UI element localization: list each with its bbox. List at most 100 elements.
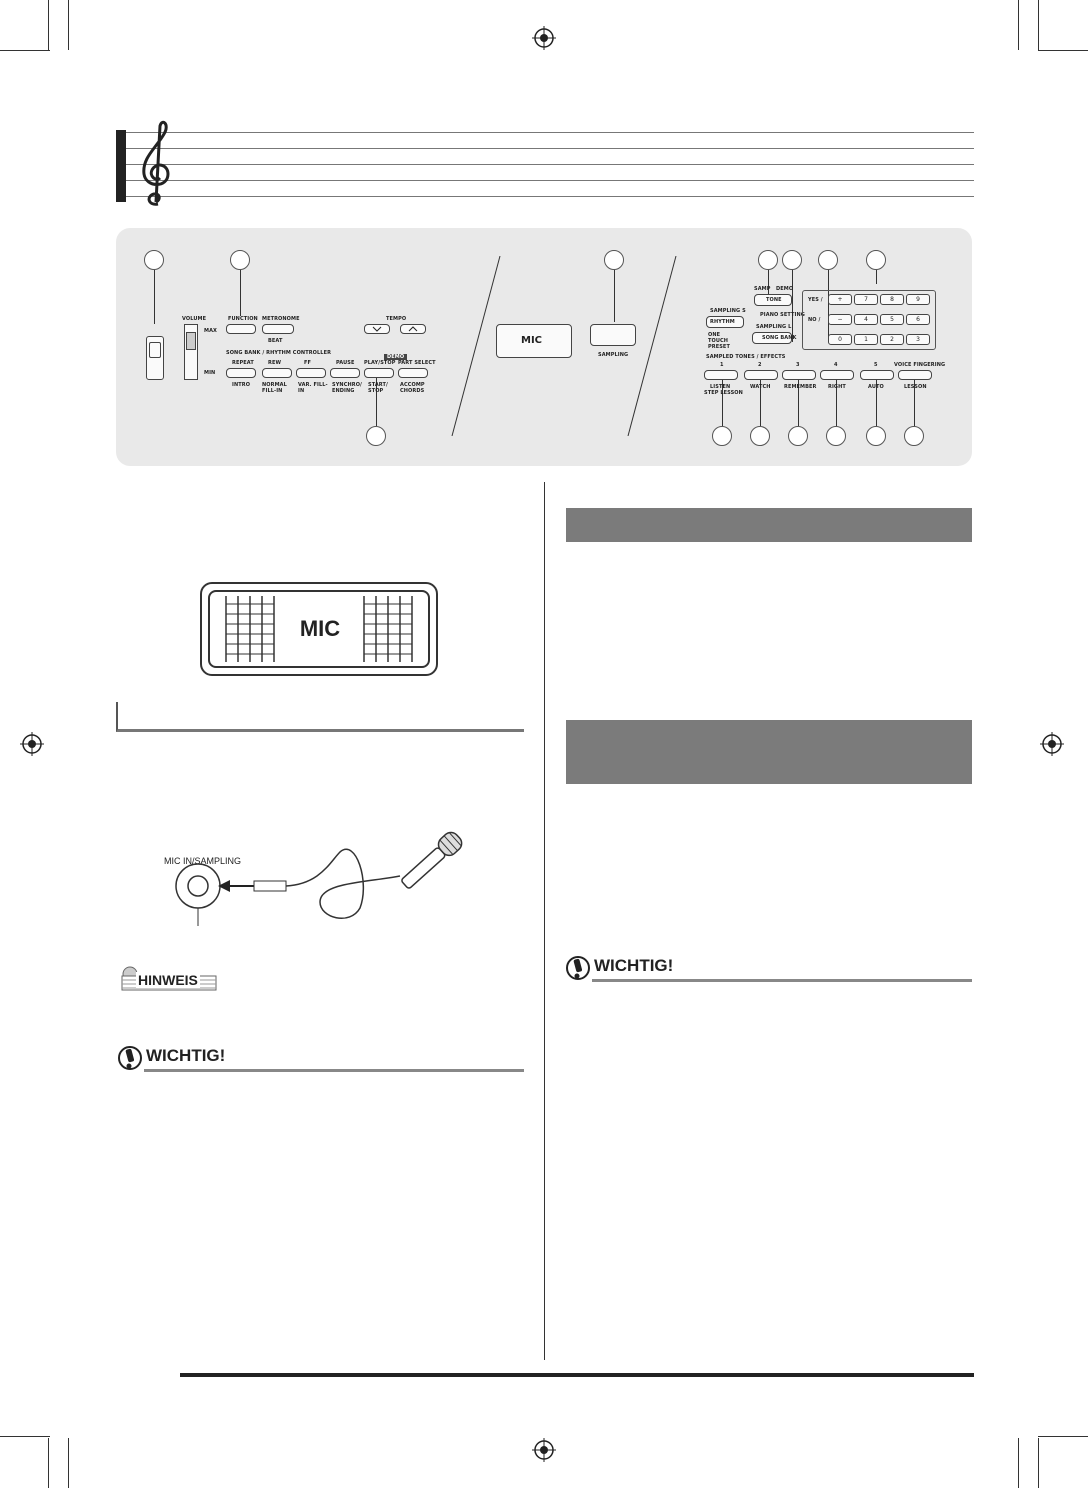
ff-label: FF <box>304 360 312 366</box>
part-select-button[interactable] <box>398 368 428 378</box>
power-switch[interactable] <box>146 336 164 380</box>
callout-marker <box>782 250 802 270</box>
leader-line <box>836 376 837 426</box>
mic-closeup: MIC <box>200 582 438 676</box>
rhythm-label: RHYTHM <box>710 319 735 325</box>
key-3[interactable]: 3 <box>906 334 930 345</box>
leader-line <box>828 270 829 340</box>
song-bank-controller-label: SONG BANK / RHYTHM CONTROLLER <box>226 350 332 356</box>
registration-mark-icon <box>20 732 44 756</box>
leader-line <box>614 270 615 322</box>
metronome-label: METRONOME <box>262 316 300 322</box>
staff-line <box>126 148 974 149</box>
wichtig-block-left: WICHTIG! <box>118 1044 524 1072</box>
right-button[interactable] <box>820 370 854 380</box>
no-label: NO / <box>808 317 821 323</box>
tempo-up-button[interactable] <box>400 324 426 334</box>
tone-button[interactable] <box>754 294 792 306</box>
crop-mark <box>68 1438 69 1488</box>
ff-button[interactable] <box>296 368 326 378</box>
crop-mark <box>1038 50 1088 51</box>
play-stop-button[interactable] <box>364 368 394 378</box>
auto-button[interactable] <box>860 370 894 380</box>
function-label: FUNCTION <box>228 316 258 322</box>
right-label: RIGHT <box>828 384 846 390</box>
volume-slider-knob <box>186 332 196 350</box>
pause-button[interactable] <box>330 368 360 378</box>
staff-line <box>126 164 974 165</box>
remember-button[interactable] <box>782 370 816 380</box>
key-1[interactable]: 1 <box>854 334 878 345</box>
crop-mark <box>48 0 49 50</box>
sample-key-4-label: 4 <box>834 362 838 368</box>
footer-rule <box>180 1373 974 1377</box>
callout-marker <box>144 250 164 270</box>
warning-icon <box>566 956 590 980</box>
volume-max-label: MAX <box>204 328 218 334</box>
key-8[interactable]: 8 <box>880 294 904 305</box>
start-stop-label: START/ STOP <box>368 382 388 394</box>
normal-fill-in-label: NORMAL FILL-IN <box>262 382 287 394</box>
listen-button[interactable] <box>704 370 738 380</box>
piano-setting-label: PIANO SETTING <box>760 312 805 318</box>
staff-line <box>126 196 974 197</box>
leader-line <box>722 376 723 426</box>
pause-label: PAUSE <box>336 360 355 366</box>
part-select-label: PART SELECT <box>398 360 436 366</box>
play-stop-label: PLAY/STOP <box>364 360 396 366</box>
one-touch-preset-label: ONE TOUCH PRESET <box>708 332 730 350</box>
key-2[interactable]: 2 <box>880 334 904 345</box>
leader-line <box>240 270 241 316</box>
rew-button[interactable] <box>262 368 292 378</box>
sampling-button[interactable] <box>590 324 636 346</box>
voice-fingering-label: VOICE FINGERING <box>894 362 946 368</box>
repeat-label: REPEAT <box>232 360 254 366</box>
beat-label: BEAT <box>268 338 283 344</box>
key-6[interactable]: 6 <box>906 314 930 325</box>
key-7[interactable]: 7 <box>854 294 878 305</box>
callout-marker <box>604 250 624 270</box>
wichtig-right-rule <box>592 979 972 982</box>
metronome-button[interactable] <box>262 324 294 334</box>
lesson-button[interactable] <box>898 370 932 380</box>
key-0[interactable]: 0 <box>828 334 852 345</box>
leader-line <box>154 270 155 324</box>
leader-line <box>760 376 761 426</box>
synchro-ending-label: SYNCHRO/ ENDING <box>332 382 362 394</box>
staff-line <box>126 132 974 133</box>
tempo-down-button[interactable] <box>364 324 390 334</box>
key-plus[interactable]: + <box>828 294 852 305</box>
crop-mark <box>68 0 69 50</box>
wichtig-left-rule <box>144 1069 524 1072</box>
crop-mark <box>0 50 50 51</box>
sampling-s-label: SAMPLING S <box>710 308 746 314</box>
mic-closeup-label: MIC <box>288 616 352 642</box>
crop-mark <box>1038 1436 1088 1437</box>
grille-right <box>363 596 413 662</box>
numeric-keypad <box>802 290 936 350</box>
yes-label: YES / <box>808 297 823 303</box>
section-header-bar <box>566 720 972 784</box>
key-9[interactable]: 9 <box>906 294 930 305</box>
wichtig-left-title: WICHTIG! <box>146 1046 226 1065</box>
staff-header <box>116 118 974 206</box>
callout-marker <box>750 426 770 446</box>
watch-button[interactable] <box>744 370 778 380</box>
repeat-button[interactable] <box>226 368 256 378</box>
step-lesson-label: STEP LESSON <box>704 390 743 396</box>
callout-marker <box>788 426 808 446</box>
key-minus[interactable]: − <box>828 314 852 325</box>
function-button[interactable] <box>226 324 256 334</box>
mic-closeup-inner <box>208 590 430 668</box>
rhythm-button[interactable] <box>706 316 744 328</box>
demo2-label: DEMO <box>776 286 794 292</box>
song-bank-button[interactable] <box>752 332 792 344</box>
callout-marker <box>758 250 778 270</box>
leader-line <box>792 270 793 342</box>
key-4[interactable]: 4 <box>854 314 878 325</box>
section-divider <box>451 256 501 436</box>
listen-label: LISTEN <box>710 384 731 390</box>
callout-marker <box>230 250 250 270</box>
var-fill-in-label: VAR. FILL-IN <box>298 382 328 394</box>
key-5[interactable]: 5 <box>880 314 904 325</box>
